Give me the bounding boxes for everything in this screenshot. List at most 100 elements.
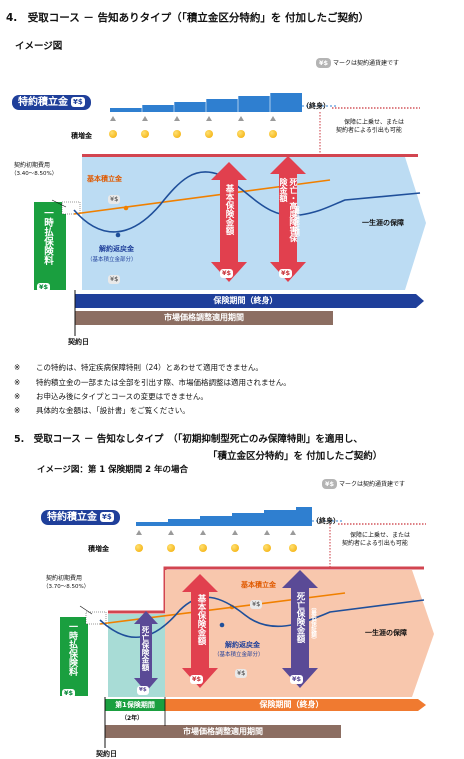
section4-currency-note: ¥$ マークは契約通貨建です (316, 58, 399, 68)
section4-period-label: 保険期間（終身） (213, 296, 278, 305)
section5-right-note-1: 保障に上乗せ、または (350, 532, 411, 539)
section4-bonus-label: 積増金 (71, 132, 92, 140)
currency-note-text: マークは契約通貨建です (338, 481, 405, 488)
section5-heading-1: 5. 受取コース － 告知なしタイプ （「初期抑制型死亡のみ保障特則」を適用し、 (14, 434, 363, 445)
section4-reserve-label: 基本積立金 (87, 175, 122, 183)
section5-image-label: イメージ図：第 1 保険期間 2 年の場合 (37, 465, 188, 475)
coin-icon (237, 130, 245, 138)
section4-heading: 4. 受取コース － 告知ありタイプ（「積立金区分特約」を 付加したご契約） (6, 12, 369, 24)
section5-end-label: （終身） (312, 517, 340, 525)
section5-death-small-label: 死亡保険金額 (141, 626, 150, 671)
section4-initial-cost-range: （3.40～8.50%） (11, 171, 58, 177)
note-item: ※特約積立金の一部または全部を引出す際、市場価格調整は適用されません。 (14, 378, 291, 387)
section4-special-reserve-tag: 特約積立金¥$ (12, 95, 91, 110)
section5-special-reserve-tag: 特約積立金¥$ (41, 510, 120, 525)
section5-surrender-label: 解約返戻金 (225, 641, 260, 649)
note-item: ※具体的な金額は、「設計書」をご覧ください。 (14, 406, 190, 415)
note-item: ※お申込み後にタイプとコースの変更はできません。 (14, 392, 208, 401)
coin-icon (135, 544, 143, 552)
first-period-area (108, 614, 165, 697)
up-arrow-icon (174, 116, 180, 121)
up-arrow-icon (110, 116, 116, 121)
lump-sum-bar (34, 202, 66, 290)
section4-lump-sum-mark: ¥$ (37, 283, 51, 292)
note-item: ※この特約は、特定疾病保障特則（24）とあわせて適用できません。 (14, 363, 263, 372)
section5-reserve-steps (136, 507, 312, 526)
section5-reserve-mark: ¥$ (250, 600, 263, 609)
up-arrow-icon (200, 530, 206, 535)
section5-death-sub: （最低保証額） (310, 604, 316, 643)
currency-badge: ¥$ (322, 479, 338, 489)
first-period-bar (105, 699, 165, 711)
section4-surrender-mark: ¥$ (108, 275, 121, 284)
section5-initial-cost-label: 契約初期費用 (46, 575, 83, 582)
section4-mva-bar (75, 311, 333, 325)
section4-right-note-2: 契約者による引出も可能 (336, 127, 402, 134)
section4-basic-sum-mark: ¥$ (220, 269, 234, 278)
currency-note-text: マークは契約通貨建です (332, 60, 399, 67)
section5-death-small-mark: ¥$ (137, 686, 149, 695)
up-arrow-icon (168, 530, 174, 535)
section5-surrender-sub: （基本積立金部分） (214, 652, 264, 658)
section4-surrender-sub: （基本積立金部分） (87, 257, 137, 263)
section5-lifetime-label: 一生涯の保障 (365, 629, 407, 637)
death-sum-arrow (270, 156, 306, 282)
section5-bonus-label: 積増金 (88, 545, 109, 553)
up-arrow-icon (264, 530, 270, 535)
tag-currency-mark: ¥$ (71, 97, 85, 107)
up-arrow-icon (142, 116, 148, 121)
section4-death-label: 死亡・高度障害保険金額 (279, 178, 298, 242)
section4-diagram (34, 93, 426, 336)
section4-reserve-steps (110, 93, 302, 112)
coin-icon (269, 130, 277, 138)
section4-coverage-area (82, 157, 426, 290)
coin-icon (199, 544, 207, 552)
section5-lump-sum-mark: ¥$ (62, 689, 76, 698)
first-death-sum-arrow (134, 611, 158, 692)
section4-period-bar (75, 294, 424, 308)
section4-lifetime-label: 一生涯の保障 (362, 219, 404, 227)
section4-initial-cost-label: 契約初期費用 (14, 162, 51, 169)
coin-icon (141, 130, 149, 138)
section5-currency-note: ¥$ マークは契約通貨建です (322, 479, 405, 489)
section4-mva-label: 市場価格調整適用期間 (164, 313, 244, 322)
section4-image-label: イメージ図 (15, 41, 63, 52)
section5-contract-date: 契約日 (96, 750, 117, 758)
section5-initial-cost-range: （3.70～8.50%） (43, 584, 90, 590)
up-arrow-icon (136, 530, 142, 535)
section4-reserve-mark: ¥$ (108, 195, 121, 204)
up-arrow-icon (270, 116, 276, 121)
up-arrow-icon (206, 116, 212, 121)
section5-period-label: 保険期間（終身） (259, 700, 324, 709)
coin-icon (109, 130, 117, 138)
coin-icon (231, 544, 239, 552)
up-arrow-icon (232, 530, 238, 535)
section5-reserve-label: 基本積立金 (241, 581, 276, 589)
section5-period-bar (165, 699, 426, 711)
section5-lump-sum-label: 一時払保険料 (67, 622, 77, 676)
basic-sum-arrow (211, 162, 247, 282)
lump-sum-bar (60, 617, 88, 696)
section5-basic-sum-label: 基本保険金額 (196, 594, 206, 645)
coin-icon (205, 130, 213, 138)
up-arrow-icon (238, 116, 244, 121)
tag-currency-mark: ¥$ (100, 512, 114, 522)
up-arrow-icon (290, 530, 296, 535)
section5-first-period-label: 第1保険期間 (115, 701, 155, 709)
section4-contract-date: 契約日 (68, 338, 89, 346)
section4-surrender-label: 解約返戻金 (99, 245, 134, 253)
section5-surrender-mark: ¥$ (235, 669, 248, 678)
coin-icon (167, 544, 175, 552)
section4-end-label: （終身） (302, 102, 330, 110)
section5-mva-bar (105, 725, 341, 738)
coin-icon (173, 130, 181, 138)
section5-right-note-2: 契約者による引出も可能 (342, 540, 408, 547)
section4-right-note-1: 保障に上乗せ、または (344, 119, 405, 126)
section5-first-period-sub: （2年） (121, 715, 144, 722)
section5-death-mark: ¥$ (290, 675, 304, 684)
section4-death-mark: ¥$ (279, 269, 293, 278)
coin-icon (289, 544, 297, 552)
basic-sum-arrow (182, 574, 218, 688)
section4-lump-sum-label: 一時払保険料 (42, 208, 53, 265)
